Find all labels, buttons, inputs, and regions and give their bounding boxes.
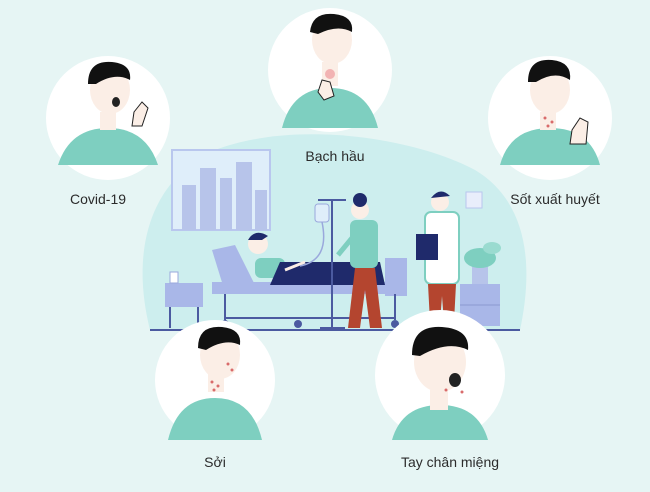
sot-xuat-huyet-figure: [488, 56, 612, 180]
label-bach-hau: Bạch hầu: [305, 148, 365, 164]
label-covid-19: Covid-19: [69, 191, 127, 207]
label-tay-chan-mieng: Tay chân miệng: [400, 454, 500, 470]
label-soi: Sởi: [204, 454, 226, 470]
nurse: [336, 193, 382, 328]
wall-frame: [465, 191, 483, 209]
label-sot-xuat-huyet: Sốt xuất huyết: [510, 191, 600, 207]
side-table: [165, 271, 203, 328]
measles-person-icon: [168, 398, 262, 440]
covid-19-figure: [46, 56, 170, 180]
sore-throat-person-icon: [282, 88, 378, 128]
cabinet-with-plant: [460, 242, 501, 326]
soi-figure: [155, 320, 275, 440]
tay-chan-mieng-figure: [375, 310, 505, 440]
bach-hau-figure: [268, 8, 392, 132]
coughing-person-icon: [58, 128, 158, 165]
mouth-sores-person-icon: [392, 405, 488, 440]
iv-stand: [299, 199, 346, 329]
hospital-window: [171, 149, 271, 231]
